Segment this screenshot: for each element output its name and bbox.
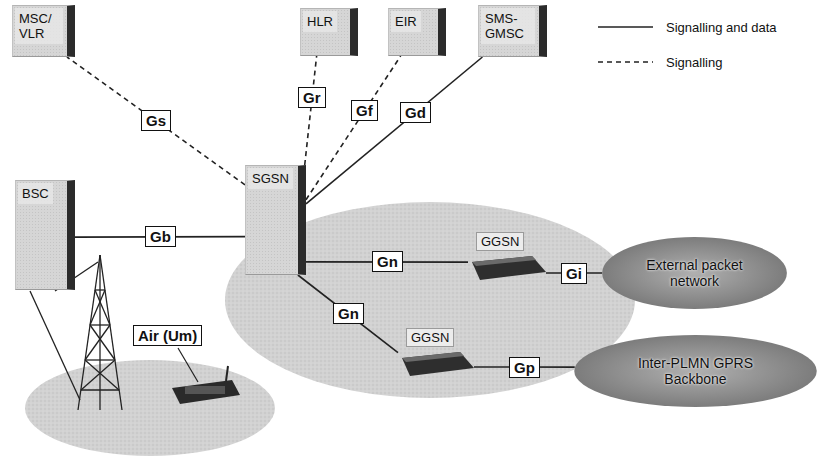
legend-text: Signalling and data bbox=[666, 20, 777, 35]
interface-label: Gd bbox=[400, 102, 431, 123]
interface-label: Air (Um) bbox=[133, 325, 202, 346]
interface-label: Gs bbox=[141, 110, 171, 131]
cloud-shape bbox=[602, 237, 787, 309]
legend-line-sample bbox=[598, 61, 653, 63]
backbone-cloud: Inter-PLMN GPRS Backbone bbox=[572, 333, 819, 409]
interface-label: Gn bbox=[372, 251, 403, 272]
interface-label: Gr bbox=[298, 87, 326, 108]
interface-label: Gb bbox=[145, 226, 176, 247]
router-top bbox=[402, 352, 464, 362]
air-leader-line bbox=[178, 348, 198, 382]
legend-text: Signalling bbox=[666, 55, 722, 70]
mobile-terminal bbox=[172, 366, 240, 404]
legend-line-sample bbox=[598, 26, 653, 28]
signalling-data-line bbox=[298, 275, 398, 353]
radio-area bbox=[25, 360, 275, 456]
eir-server: EIR bbox=[388, 8, 446, 56]
router-body bbox=[472, 256, 546, 280]
external-network-cloud: External packet network bbox=[600, 235, 789, 311]
node-label: Inter-PLMN GPRS Backbone bbox=[621, 355, 771, 387]
node-label: BSC bbox=[18, 183, 53, 204]
router-body bbox=[402, 352, 474, 376]
node-label: GGSN bbox=[476, 232, 524, 251]
node-label: MSC/ VLR bbox=[15, 8, 63, 44]
node-label: SMS- GMSC bbox=[481, 8, 535, 44]
router-top bbox=[472, 256, 536, 266]
signalling-line bbox=[305, 56, 317, 165]
interface-label: Gn bbox=[333, 303, 364, 324]
msc-vlr-server: MSC/ VLR bbox=[12, 5, 75, 57]
ggsn-router: GGSN bbox=[398, 328, 474, 380]
signalling-line bbox=[67, 57, 245, 185]
interface-label: Gi bbox=[561, 263, 587, 284]
hlr-server: HLR bbox=[300, 8, 358, 56]
interface-label: Gp bbox=[509, 357, 540, 378]
node-label: External packet network bbox=[640, 257, 750, 289]
node-label: SGSN bbox=[248, 168, 293, 189]
ggsn-router: GGSN bbox=[468, 232, 546, 284]
node-label: EIR bbox=[391, 11, 421, 32]
node-label: GGSN bbox=[406, 328, 454, 347]
sgsn-server: SGSN bbox=[245, 165, 306, 275]
node-label: HLR bbox=[303, 11, 337, 32]
sms-gmsc-server: SMS- GMSC bbox=[478, 5, 547, 57]
bsc-server: BSC bbox=[15, 180, 75, 290]
cloud-shape bbox=[574, 335, 817, 407]
interface-label: Gf bbox=[351, 100, 378, 121]
signalling-data-line bbox=[306, 57, 482, 204]
antenna-tower bbox=[78, 255, 122, 410]
signalling-line bbox=[306, 56, 401, 200]
